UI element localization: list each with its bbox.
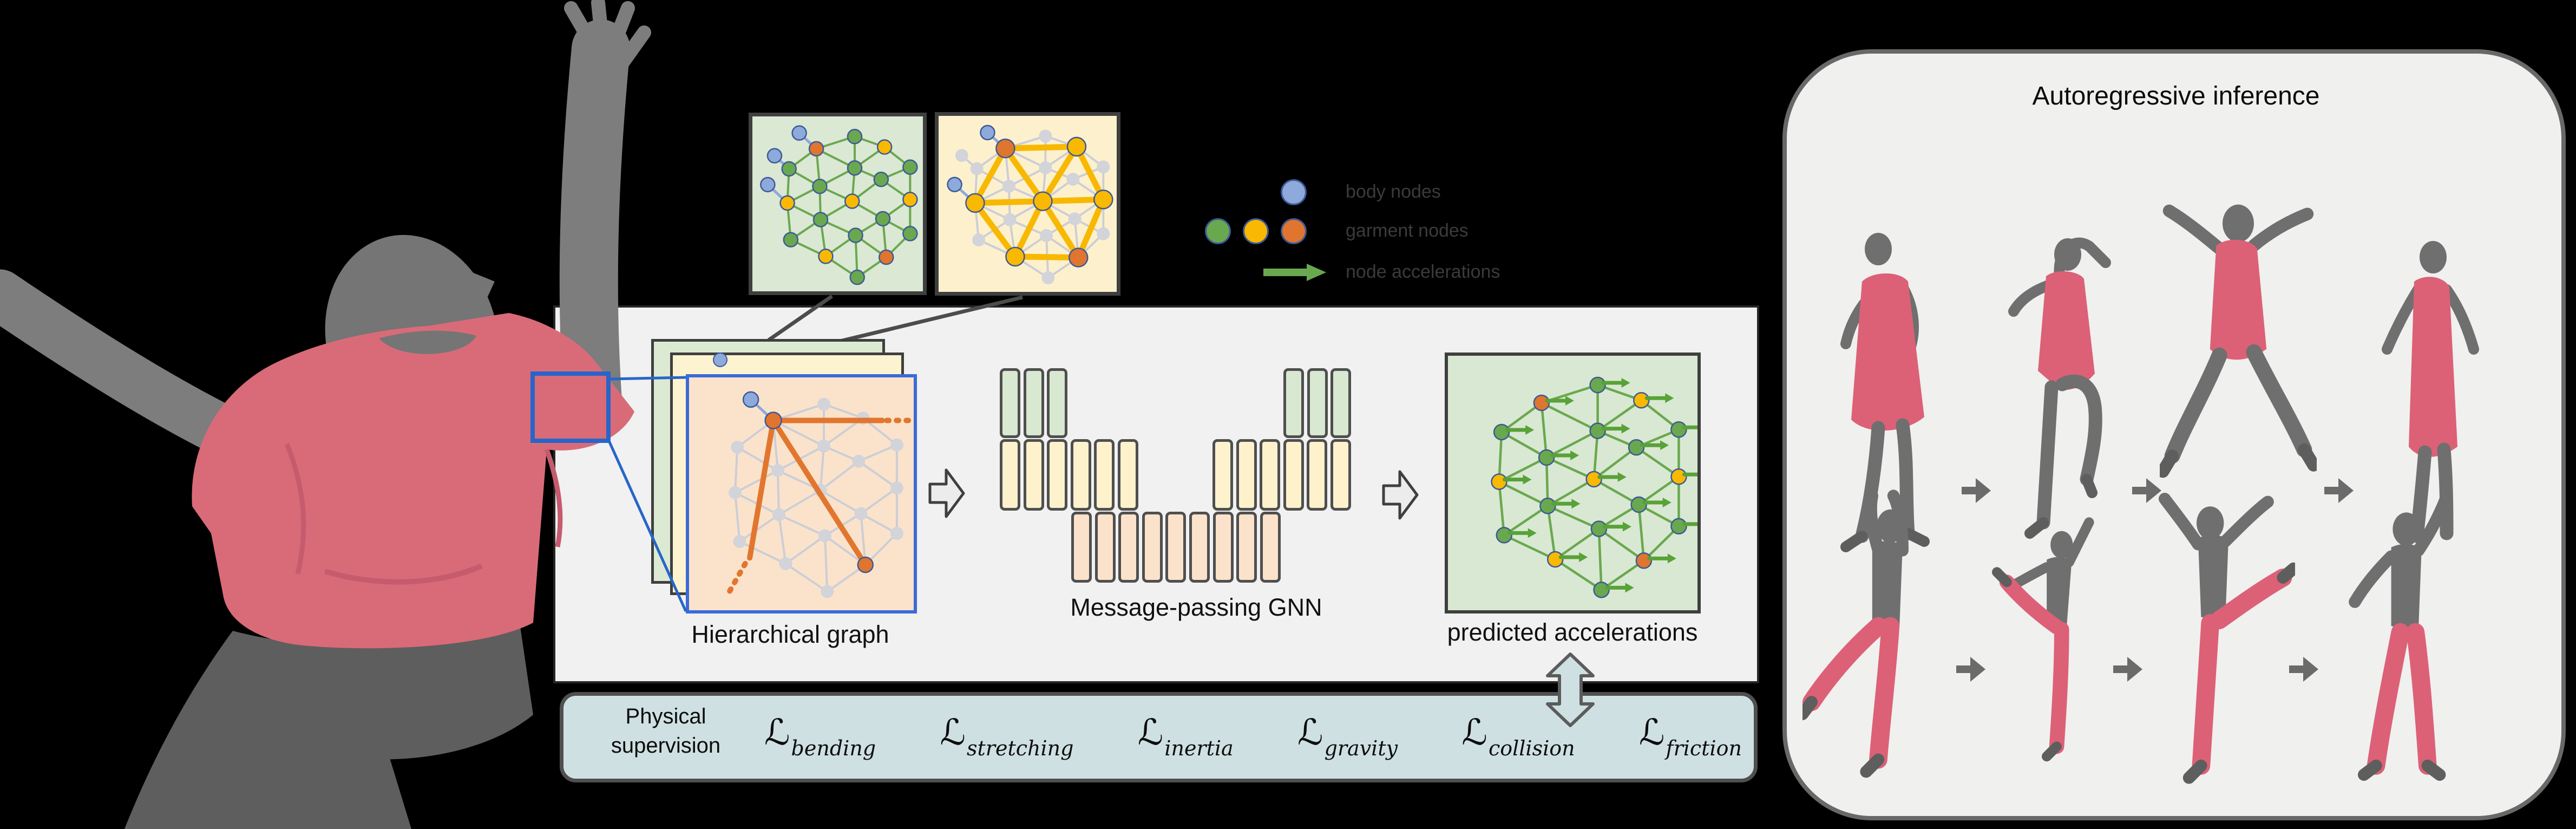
left-arm	[0, 269, 307, 484]
head	[325, 234, 499, 443]
physical-supervision-label: Physical supervision	[611, 704, 721, 758]
front-card-graph	[723, 391, 913, 600]
loss-symbol: ℒ	[1137, 711, 1164, 753]
legend-body-nodes: body nodes	[1346, 181, 1441, 202]
loss-subscript: stretching	[967, 736, 1074, 760]
autoregressive-title: Autoregressive inference	[2032, 82, 2320, 110]
collar	[379, 330, 476, 354]
body-node-icon	[1281, 179, 1307, 205]
coarse-graph-inset	[935, 112, 1120, 296]
legs-silhouette	[124, 623, 533, 829]
predicted-accelerations-box	[1445, 353, 1701, 613]
garment-node-yellow-icon	[1243, 218, 1269, 244]
dancer-pants-4	[2349, 493, 2452, 781]
loss-subscript: collision	[1488, 736, 1575, 760]
dancer-dress-2	[2008, 237, 2111, 539]
green-arrow-icon	[1263, 264, 1326, 281]
dancer-dress-3	[2160, 204, 2317, 478]
fine-graph-inset	[749, 113, 927, 295]
shirt-fold	[324, 563, 483, 585]
loss-symbol: ℒ	[1461, 711, 1487, 753]
dancer-pants-1	[1802, 489, 1909, 778]
neck	[379, 379, 468, 455]
peek-body-node-icon	[713, 353, 727, 367]
loss-subscript: inertia	[1164, 736, 1234, 760]
hierarchical-graph-label: Hierarchical graph	[691, 621, 889, 648]
dancer-pants-2	[1992, 517, 2094, 762]
loss-symbol: ℒ	[1297, 711, 1323, 753]
loss-subscript: bending	[791, 736, 876, 760]
gnn-label: Message-passing GNN	[1070, 593, 1322, 621]
dancer-pants-3	[2159, 493, 2295, 784]
legend-garment-nodes: garment nodes	[1346, 220, 1469, 241]
loss-subscript: friction	[1666, 736, 1742, 760]
loss-symbol: ℒ	[940, 711, 966, 753]
coarse-graph	[947, 125, 1113, 284]
dancer-dress-4	[2382, 241, 2479, 543]
graph-card-front	[686, 374, 917, 613]
fine-graph	[760, 125, 918, 285]
legend-node-accelerations: node accelerations	[1346, 262, 1500, 282]
predicted-accelerations-graph	[1491, 376, 1697, 598]
garment-node-green-icon	[1205, 218, 1231, 244]
hand-fingers	[564, 0, 651, 77]
shirt-fold	[284, 443, 306, 575]
loss-subscript: gravity	[1324, 736, 1398, 760]
garment-node-orange-icon	[1281, 218, 1307, 244]
predicted-accelerations-label: predicted accelerations	[1447, 618, 1698, 646]
loss-symbol: ℒ	[764, 711, 790, 753]
dancer-dress-1	[1840, 233, 1930, 552]
loss-symbol: ℒ	[1638, 711, 1665, 753]
